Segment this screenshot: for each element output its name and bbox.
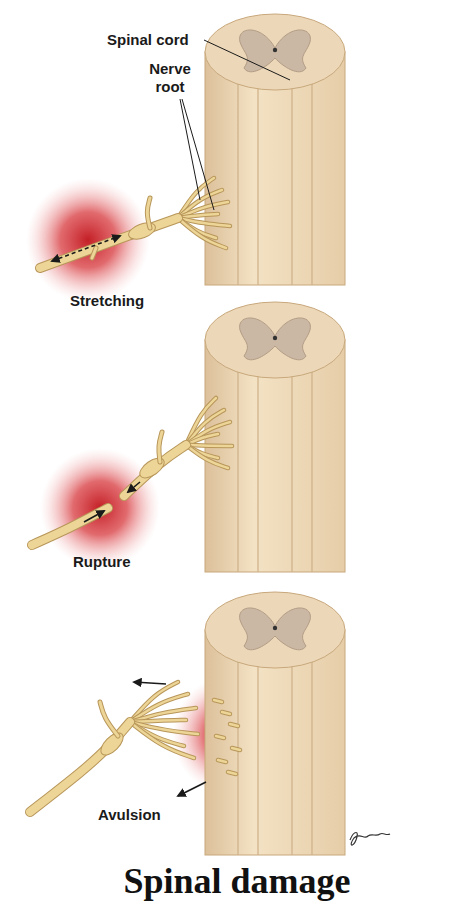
leader-line xyxy=(204,40,290,80)
central-canal xyxy=(273,336,277,340)
nerve-root xyxy=(40,218,178,268)
rootlet-edge xyxy=(130,708,196,722)
torn-rootlet-edge xyxy=(214,700,222,702)
cord-groove xyxy=(257,660,258,855)
rootlet-edge xyxy=(186,445,232,446)
rootlet xyxy=(186,445,232,446)
cord-section xyxy=(205,592,345,668)
rootlet xyxy=(178,218,226,248)
cord-groove xyxy=(311,82,312,285)
nerve-branch-edge xyxy=(147,198,150,228)
torn-rootlet-edge xyxy=(230,724,238,726)
rootlet-edge xyxy=(186,422,230,445)
rootlet xyxy=(130,720,186,722)
grey-matter xyxy=(240,608,311,650)
nerve-root-distal-edge xyxy=(32,508,108,545)
torn-rootlet-edge xyxy=(228,772,236,774)
rootlet-edge xyxy=(178,218,226,248)
torn-rootlet xyxy=(228,772,236,774)
ganglion xyxy=(97,729,127,759)
nerve-branch xyxy=(100,702,118,736)
figure-title: Spinal damage xyxy=(0,860,474,902)
cord-groove xyxy=(237,370,238,572)
motion-arrow xyxy=(178,782,206,796)
rootlet-edge xyxy=(178,202,228,218)
torn-rootlet-edge xyxy=(222,712,230,714)
central-canal xyxy=(273,626,277,630)
torn-rootlet-edge xyxy=(216,736,224,738)
torn-rootlet xyxy=(216,736,224,738)
spinal-cord xyxy=(205,14,345,285)
nerve-branch xyxy=(92,248,96,258)
cord-groove xyxy=(311,370,312,572)
torn-rootlet-edge xyxy=(218,760,226,762)
motion-arrow xyxy=(134,682,166,684)
nerve-root xyxy=(124,445,186,496)
leader-line xyxy=(182,99,214,210)
nerve-branch xyxy=(147,198,150,228)
rootlet-edge xyxy=(130,722,194,758)
motion-arrow xyxy=(84,511,104,522)
central-canal xyxy=(273,48,277,52)
cord-groove xyxy=(311,660,312,855)
rootlet xyxy=(130,722,194,758)
cord-section xyxy=(205,302,345,378)
nerve-branch-edge xyxy=(100,702,118,736)
motion-arrow xyxy=(52,236,120,261)
part-label: Avulsion xyxy=(98,806,161,824)
cord-groove xyxy=(291,370,292,572)
part-label: Nerve root xyxy=(140,60,200,96)
torn-rootlet xyxy=(218,760,226,762)
part-label: Stretching xyxy=(70,292,144,310)
ganglion xyxy=(137,454,168,482)
rootlet xyxy=(186,445,228,468)
rootlet-edge xyxy=(186,445,228,468)
torn-rootlet xyxy=(230,724,238,726)
nerve-branch xyxy=(159,432,162,462)
cord-groove xyxy=(291,660,292,855)
nerve-root-edge xyxy=(124,445,186,496)
cord-groove xyxy=(291,82,292,285)
ganglion xyxy=(126,220,157,243)
cord-groove xyxy=(257,82,258,285)
nerve-root-edge xyxy=(40,218,178,268)
torn-rootlet xyxy=(232,748,240,750)
spinal-cord xyxy=(205,302,345,572)
nerve-branch-edge xyxy=(159,432,162,462)
rootlet xyxy=(186,422,230,445)
cord-section xyxy=(205,14,345,90)
rootlet-edge xyxy=(130,720,186,722)
torn-rootlet xyxy=(222,712,230,714)
nerve-root-distal xyxy=(32,508,108,545)
rootlet xyxy=(178,202,228,218)
grey-matter xyxy=(240,30,311,72)
part-label: Spinal cord xyxy=(107,31,189,49)
torn-rootlet xyxy=(214,700,222,702)
cord-groove xyxy=(237,660,238,855)
grey-matter xyxy=(240,318,311,360)
torn-rootlet-edge xyxy=(232,748,240,750)
artist-signature xyxy=(350,833,390,846)
rootlet xyxy=(130,708,196,722)
spinal-cord xyxy=(205,592,345,855)
motion-arrow xyxy=(128,482,140,492)
nerve-branch-edge xyxy=(92,248,96,258)
cord-groove xyxy=(257,370,258,572)
cord-groove xyxy=(237,82,238,285)
part-label: Rupture xyxy=(73,553,131,571)
